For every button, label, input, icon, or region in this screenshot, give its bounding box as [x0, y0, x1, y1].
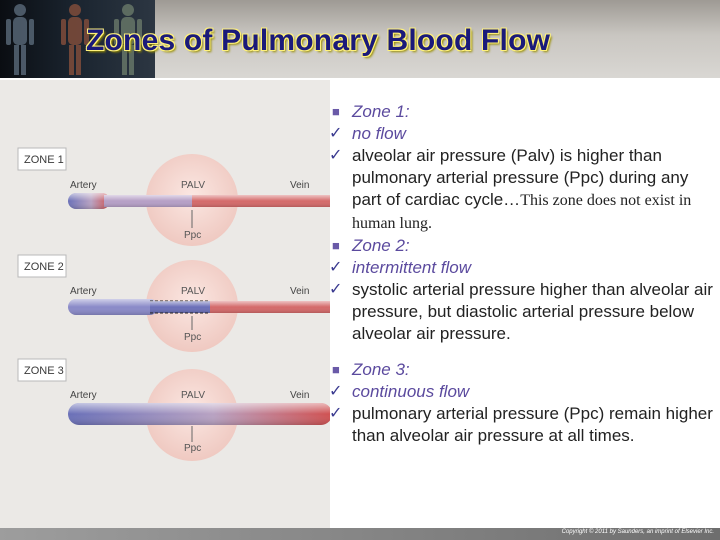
zone-1-point-a: ✓ no flow — [328, 123, 718, 145]
zone-2-vein-label: Vein — [290, 286, 309, 297]
zone-2-palv-label: PALV — [181, 286, 205, 297]
checkmark-icon: ✓ — [329, 147, 343, 164]
anatomy-figures-image — [0, 0, 155, 78]
zone-3-ppc-label: Ppc — [184, 443, 201, 454]
header-band: Zones of Pulmonary Blood Flow — [0, 0, 720, 78]
zone-1-flow-text: no flow — [352, 124, 406, 143]
zone-3-diagram: ZONE 3 Artery Vein PALV Ppc — [17, 358, 330, 461]
square-bullet-icon: ■ — [332, 104, 340, 119]
zone-1-title: Zone 1: — [352, 102, 410, 121]
zone-3-detail-text: pulmonary arterial pressure (Ppc) remain… — [352, 404, 713, 445]
zone-2-ppc-label: Ppc — [184, 332, 201, 343]
square-bullet-icon: ■ — [332, 362, 340, 377]
zone-2-diagram: ZONE 2 Artery Vein PALV Ppc — [17, 254, 330, 352]
zone-2-detail-text: systolic arterial pressure higher than a… — [352, 280, 713, 343]
footer-bar: Copyright © 2011 by Saunders, an imprint… — [0, 528, 720, 540]
zone-3-vein-label: Vein — [290, 390, 309, 401]
zone-1-detail-text: alveolar air pressure (Palv) is higher t… — [352, 146, 689, 209]
zone-3-heading: ■ Zone 3: — [328, 359, 718, 381]
copyright-text: Copyright © 2011 by Saunders, an imprint… — [561, 529, 714, 535]
checkmark-icon: ✓ — [329, 405, 343, 422]
square-bullet-icon: ■ — [332, 238, 340, 253]
zone-3-flow-text: continuous flow — [352, 382, 470, 401]
zone-1-point-b: ✓ alveolar air pressure (Palv) is higher… — [328, 145, 718, 235]
zone-3-artery-label: Artery — [70, 390, 97, 401]
zone-1-label: ZONE 1 — [24, 154, 64, 166]
zone-1-heading: ■ Zone 1: — [328, 101, 718, 123]
zone-1-note-text: This zone does not exist in human lung. — [352, 192, 692, 232]
zone-2-artery-label: Artery — [70, 286, 97, 297]
zones-figure: ZONE 1 Artery Vein PALV Ppc ZONE 2 — [0, 80, 330, 530]
zone-1-palv-label: PALV — [181, 180, 205, 191]
zone-2-flow-text: intermittent flow — [352, 258, 472, 277]
zones-description: ■ Zone 1: ✓ no flow ✓ alveolar air press… — [328, 101, 718, 447]
zone-2-title: Zone 2: — [352, 236, 410, 255]
zone-2-heading: ■ Zone 2: — [328, 235, 718, 257]
zone-3-point-b: ✓ pulmonary arterial pressure (Ppc) rema… — [328, 403, 718, 447]
zone-3-label: ZONE 3 — [24, 365, 64, 377]
checkmark-icon: ✓ — [329, 383, 343, 400]
checkmark-icon: ✓ — [329, 281, 343, 298]
zone-2-label: ZONE 2 — [24, 261, 64, 273]
zone-1-artery-label: Artery — [70, 180, 97, 191]
page-title: Zones of Pulmonary Blood Flow — [86, 24, 551, 57]
checkmark-icon: ✓ — [329, 125, 343, 142]
zone-1-ppc-label: Ppc — [184, 230, 201, 241]
zone-3-palv-label: PALV — [181, 390, 205, 401]
zone-1-diagram: ZONE 1 Artery Vein PALV Ppc — [17, 147, 330, 246]
zone-3-point-a: ✓ continuous flow — [328, 381, 718, 403]
zone-3-title: Zone 3: — [352, 360, 410, 379]
zone-1-vein-label: Vein — [290, 180, 309, 191]
zone-2-point-b: ✓ systolic arterial pressure higher than… — [328, 279, 718, 345]
zone-2-point-a: ✓ intermittent flow — [328, 257, 718, 279]
checkmark-icon: ✓ — [329, 259, 343, 276]
